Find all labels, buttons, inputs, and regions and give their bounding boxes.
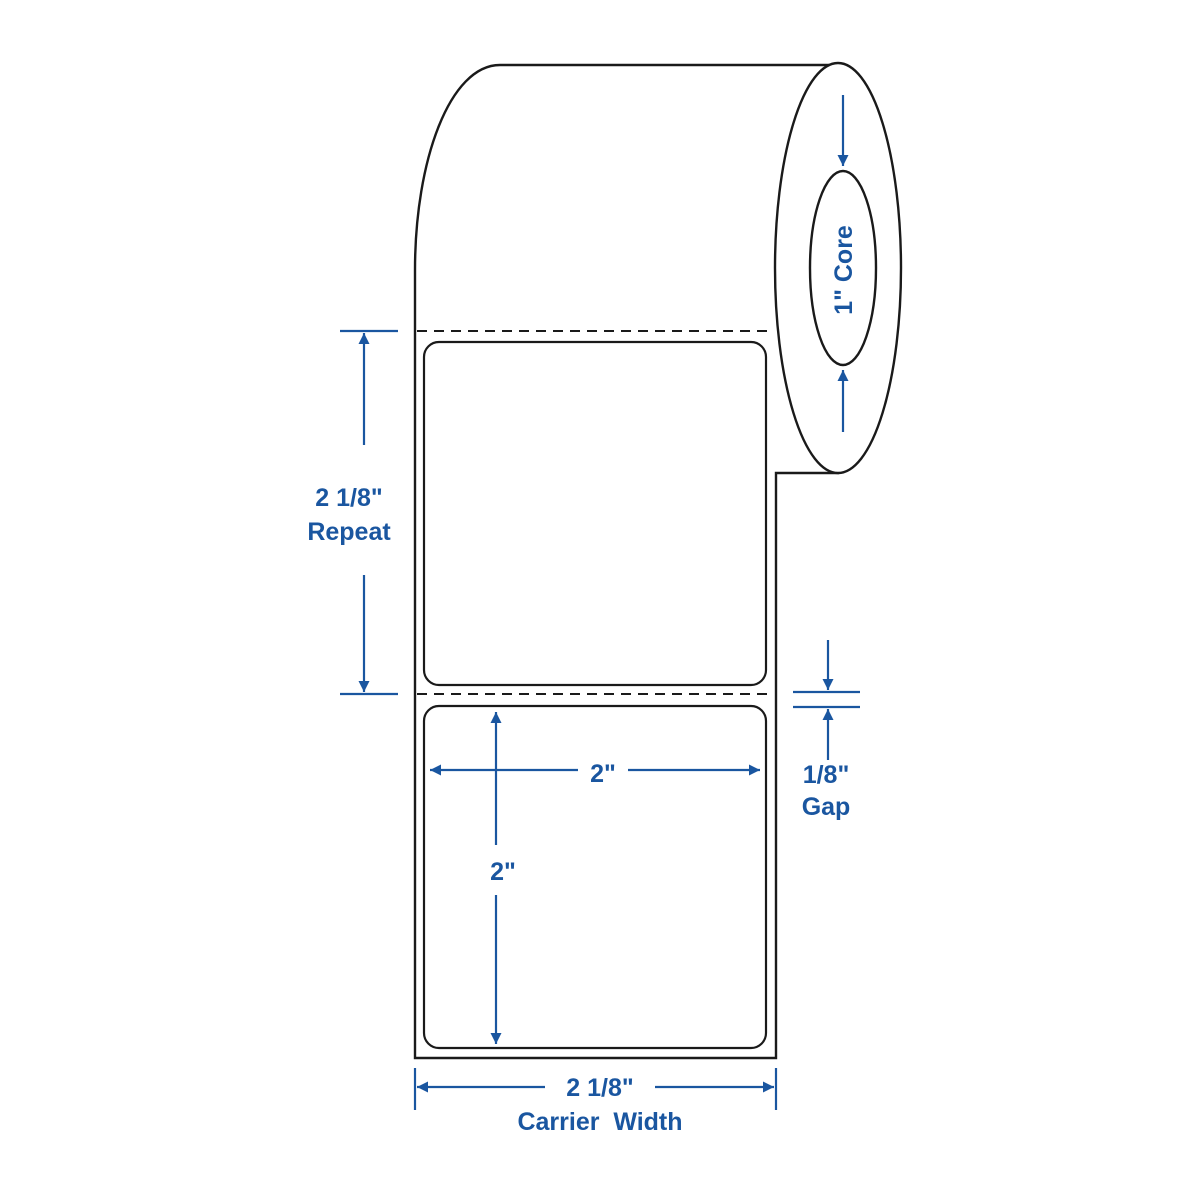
repeat-label: Repeat bbox=[307, 518, 391, 546]
carrier-width-label: Carrier Width bbox=[517, 1108, 682, 1136]
carrier-width-dimension: 2 1/8" Carrier Width bbox=[413, 1068, 778, 1136]
label-1 bbox=[422, 340, 768, 687]
label-height-value: 2" bbox=[490, 858, 516, 886]
core-label: 1" Core bbox=[830, 225, 858, 315]
label-height-dimension: 2" bbox=[490, 712, 516, 1044]
label-width-dimension: 2" bbox=[430, 760, 760, 788]
label-2 bbox=[422, 704, 768, 1050]
repeat-dimension: 2 1/8" Repeat bbox=[307, 329, 398, 696]
roll-body bbox=[413, 61, 903, 1060]
gap-label: Gap bbox=[802, 793, 851, 821]
core-hole bbox=[808, 169, 878, 367]
gap-value: 1/8" bbox=[803, 761, 850, 789]
core-dimension: 1" Core bbox=[830, 95, 858, 432]
carrier-width-value: 2 1/8" bbox=[566, 1074, 633, 1102]
repeat-value: 2 1/8" bbox=[315, 484, 382, 512]
gap-dimension: 1/8" Gap bbox=[793, 640, 860, 821]
label-width-value: 2" bbox=[590, 760, 616, 788]
